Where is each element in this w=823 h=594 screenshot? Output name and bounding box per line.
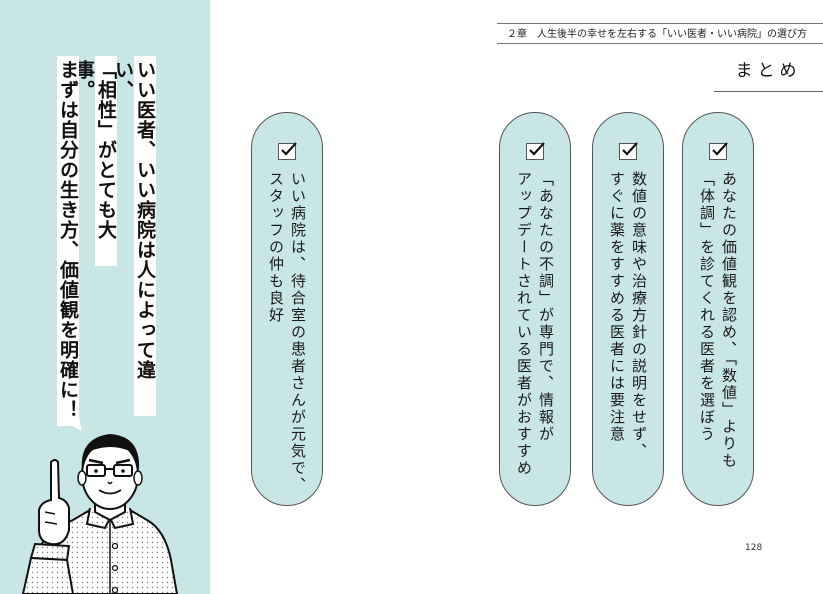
summary-item-3: 「あなたの不調」が専門で、情報が アップデートされている医者がおすすめ (499, 112, 571, 506)
speech-bubble-line-2: 「相性」がとても大事。 (73, 56, 117, 266)
speech-bubble-line-1: いい医者、いい病院は人によって違い、 (112, 56, 156, 416)
summary-item-2: 数値の意味や治療方針の説明をせず、 すぐに薬をすすめる医者には要注意 (592, 112, 664, 506)
summary-item-text: いい病院は、待合室の患者さんが元気で、 スタッフの仲も良好 (267, 171, 307, 494)
man-character-illustration (21, 434, 179, 594)
left-illustration-panel: いい医者、いい病院は人によって違い、 「相性」がとても大事。 まずは自分の生き方… (0, 0, 210, 594)
section-title-underline (714, 91, 823, 92)
summary-item-4: いい病院は、待合室の患者さんが元気で、 スタッフの仲も良好 (251, 112, 323, 506)
summary-item-text: 「あなたの不調」が専門で、情報が アップデートされている医者がおすすめ (515, 171, 555, 477)
summary-item-text: 数値の意味や治療方針の説明をせず、 すぐに薬をすすめる医者には要注意 (608, 171, 648, 460)
speech-bubble-line-3: まずは自分の生き方、価値観を明確に！ (57, 56, 79, 426)
summary-item-text: あなたの価値観を認め、「数値」よりも 「体調」を診てくれる医者を選ぼう (698, 171, 738, 470)
checkbox-checked-icon (709, 142, 728, 160)
page-number: 128 (745, 543, 763, 553)
section-title: まとめ (735, 61, 802, 81)
summary-item-1: あなたの価値観を認め、「数値」よりも 「体調」を診てくれる医者を選ぼう (682, 112, 754, 506)
checkbox-checked-icon (278, 142, 297, 160)
chapter-header: ２章 人生後半の幸せを左右する「いい医者・いい病院」の選び方 (497, 23, 823, 44)
checkbox-checked-icon (526, 142, 545, 160)
checkbox-checked-icon (619, 142, 638, 160)
